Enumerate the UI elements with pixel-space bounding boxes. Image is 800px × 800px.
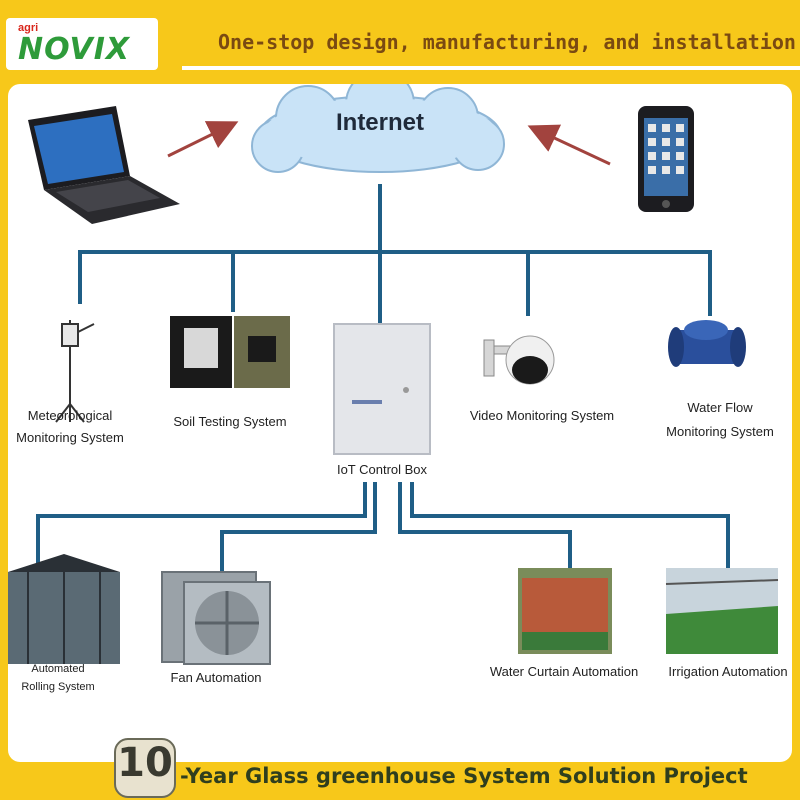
weather-station-icon	[55, 320, 95, 423]
smartphone-icon	[638, 106, 694, 212]
iot-diagram: Internet	[8, 84, 788, 693]
logo-name: NOVIX	[18, 32, 131, 67]
laptop-arrow	[167, 121, 239, 158]
header: agri NOVIX One-stop design, manufacturin…	[0, 0, 800, 82]
footer-title: -Year Glass greenhouse System Solution P…	[180, 764, 748, 788]
header-title: One-stop design, manufacturing, and inst…	[218, 30, 796, 54]
logo-prefix: agri	[18, 22, 39, 34]
iot-control-box-label: IoT Control Box	[337, 462, 428, 477]
phone-arrow	[527, 124, 611, 166]
actuator-rolling-line2: Rolling System	[21, 681, 94, 693]
internet-cloud-icon	[251, 84, 505, 173]
soil-tester-icon	[170, 316, 290, 388]
water-meter-icon	[668, 320, 746, 367]
sensor-meteorological-line1: Meteorological	[28, 408, 113, 423]
link-rolling	[36, 482, 367, 574]
header-divider	[182, 66, 800, 70]
laptop-icon	[28, 106, 180, 224]
actuator-curtain-label: Water Curtain Automation	[490, 664, 638, 679]
years-number: 10	[117, 740, 173, 786]
sensor-water-flow-line1: Water Flow	[687, 400, 753, 415]
water-curtain-icon	[518, 568, 612, 654]
sensor-video-label: Video Monitoring System	[470, 408, 614, 423]
cctv-camera-icon	[483, 335, 555, 385]
link-fan	[220, 482, 377, 576]
sensor-meteorological-line2: Monitoring System	[16, 430, 124, 445]
internet-label: Internet	[336, 109, 424, 136]
years-badge: 10	[114, 738, 176, 798]
greenhouse-roll-icon	[8, 554, 120, 664]
sensor-water-flow-line2: Monitoring System	[666, 424, 774, 439]
actuator-fan-label: Fan Automation	[170, 670, 261, 685]
irrigation-icon	[665, 568, 779, 654]
actuator-rolling-line1: Automated	[31, 663, 84, 675]
connector-lines	[36, 184, 730, 576]
actuator-irrigation-label: Irrigation Automation	[668, 664, 787, 679]
link-irrigation	[410, 482, 730, 572]
link-curtain	[398, 482, 572, 568]
exhaust-fan-icon	[161, 571, 271, 665]
iot-control-box-icon	[333, 323, 431, 455]
brand-logo: agri NOVIX	[6, 18, 158, 70]
diagram-panel: Internet	[8, 84, 792, 762]
sensor-soil-label: Soil Testing System	[173, 414, 286, 429]
